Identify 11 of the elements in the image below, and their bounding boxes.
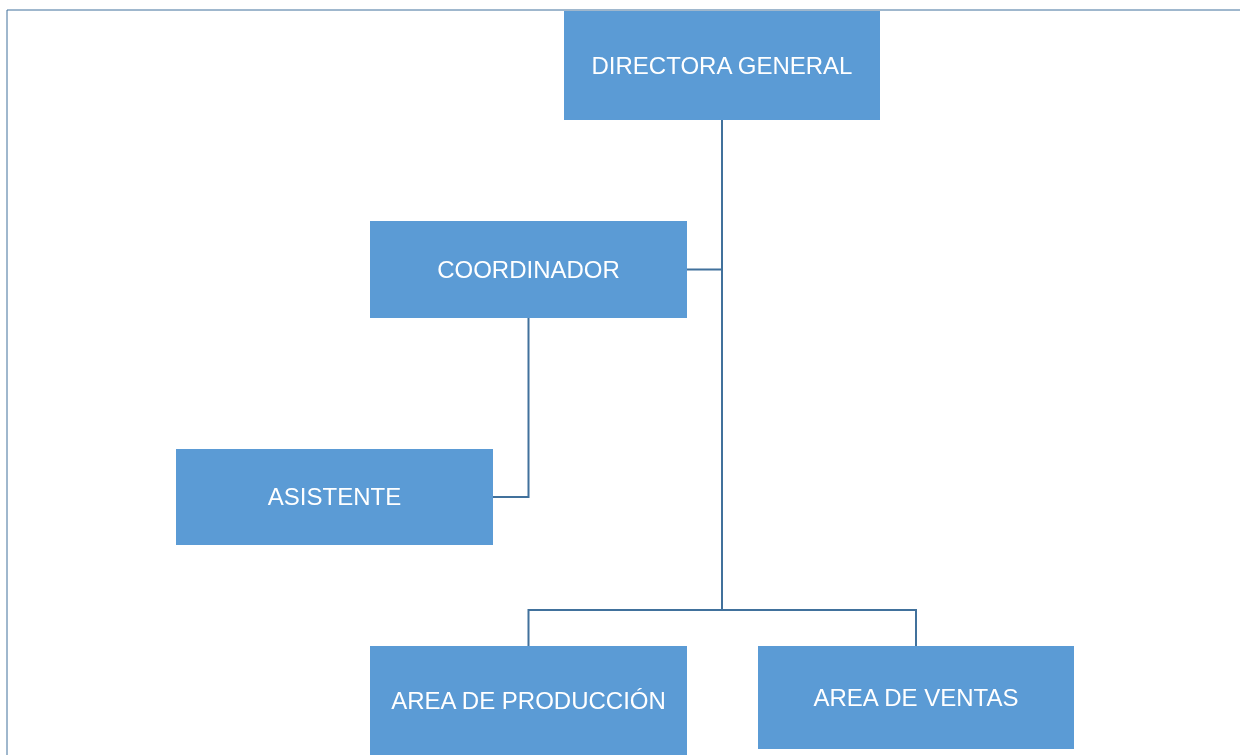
org-box	[176, 449, 493, 545]
org-box	[564, 11, 880, 120]
position-title: COORDINADOR	[437, 255, 620, 284]
org-box	[370, 646, 687, 755]
org-box	[758, 646, 1074, 749]
position-title: DIRECTORA GENERAL	[591, 51, 853, 80]
position-title: ASISTENTE	[267, 483, 402, 511]
position-title: AREA DE VENTAS	[813, 683, 1019, 712]
org-box	[370, 221, 687, 318]
position-title: AREA DE PRODUCCIÓN	[391, 686, 666, 715]
connector-line	[492, 317, 530, 498]
